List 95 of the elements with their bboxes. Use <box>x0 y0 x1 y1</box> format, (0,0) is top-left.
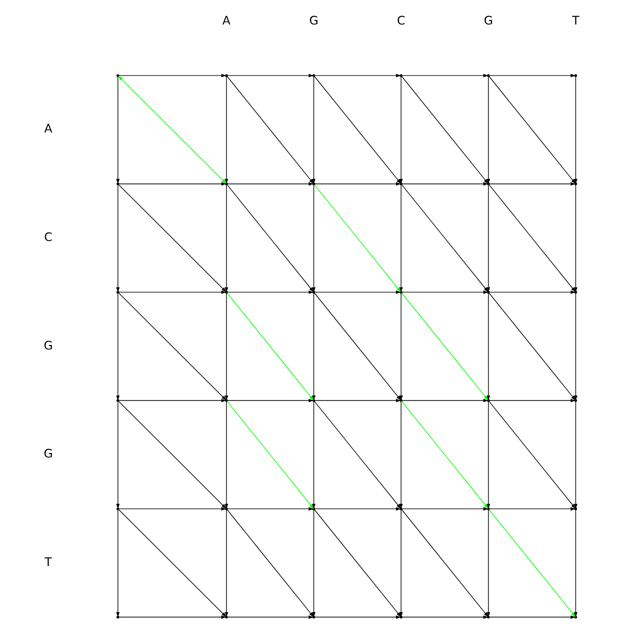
arrow <box>401 507 488 511</box>
arrow <box>226 398 314 402</box>
arrow <box>488 184 576 292</box>
arrow <box>118 182 226 186</box>
arrow <box>488 398 576 402</box>
arrow <box>226 182 314 186</box>
node-point <box>574 74 577 77</box>
arrow <box>400 401 488 509</box>
arrow <box>488 401 576 509</box>
arrow <box>488 292 576 401</box>
arrow <box>118 184 226 292</box>
node-point <box>116 74 119 77</box>
arrow <box>488 290 576 294</box>
label: C <box>396 13 405 28</box>
arrow <box>118 615 226 619</box>
arrow <box>488 182 576 186</box>
label: G <box>308 13 318 28</box>
arrow <box>226 401 314 509</box>
arrow <box>118 292 226 400</box>
arrow <box>401 74 488 78</box>
arrow <box>226 615 314 619</box>
arrow <box>573 184 577 292</box>
arrow <box>401 615 488 619</box>
arrow <box>401 398 488 402</box>
arrow <box>116 293 120 401</box>
arrow <box>314 401 401 509</box>
arrow <box>226 290 314 294</box>
arrow <box>226 507 314 511</box>
arrow <box>224 184 228 292</box>
arrow <box>314 507 400 511</box>
arrow <box>224 401 228 509</box>
node-point <box>224 74 228 77</box>
arrow <box>226 76 314 184</box>
node-point <box>312 74 315 77</box>
label: G <box>43 446 52 461</box>
arrow <box>398 401 402 509</box>
arrow <box>488 509 576 618</box>
arrow <box>312 76 316 184</box>
label: T <box>572 13 579 28</box>
arrow <box>398 184 402 292</box>
arrow <box>118 507 226 511</box>
arrow <box>118 76 226 184</box>
arrow <box>226 184 314 292</box>
node-point <box>116 182 119 186</box>
arrow <box>116 76 120 184</box>
arrow <box>486 401 490 509</box>
arrow <box>573 401 577 509</box>
arrow <box>116 510 120 618</box>
node-point <box>116 290 119 294</box>
arrow <box>314 615 400 619</box>
arrow <box>488 615 576 619</box>
arrow <box>118 74 226 78</box>
arrow <box>314 290 400 294</box>
arrow <box>314 182 400 186</box>
node-point <box>486 74 490 77</box>
arrow <box>118 509 226 618</box>
node-point <box>116 399 119 402</box>
arrow <box>573 76 577 184</box>
arrow <box>486 184 490 292</box>
node-point <box>399 74 402 77</box>
arrow <box>226 292 314 401</box>
arrow <box>314 398 400 402</box>
arrow <box>400 76 488 184</box>
arrow <box>118 401 226 509</box>
arrow <box>116 184 120 292</box>
arrow <box>314 76 401 184</box>
label: T <box>44 554 52 569</box>
arrow <box>224 76 228 184</box>
arrow <box>312 184 316 292</box>
label: G <box>483 13 492 28</box>
arrow <box>314 184 401 292</box>
arrow <box>488 76 576 184</box>
arrow <box>226 74 314 78</box>
arrow <box>400 292 488 401</box>
label: C <box>44 230 52 244</box>
arrow <box>400 509 488 618</box>
arrow <box>488 507 576 511</box>
arrow <box>118 290 226 294</box>
arrow <box>486 76 490 184</box>
node-point <box>116 616 119 618</box>
label: G <box>43 338 52 352</box>
arrow <box>312 401 316 509</box>
arrow <box>314 74 400 78</box>
label: A <box>222 13 230 28</box>
node-point <box>486 616 490 618</box>
arrow <box>398 76 402 184</box>
arrow <box>226 509 314 618</box>
arrow <box>401 290 488 294</box>
label: A <box>44 122 52 136</box>
arrow <box>400 184 488 292</box>
arrow <box>401 182 488 186</box>
arrow <box>118 398 226 402</box>
node-point <box>116 507 119 510</box>
arrow <box>488 74 576 78</box>
arrow <box>116 401 120 509</box>
